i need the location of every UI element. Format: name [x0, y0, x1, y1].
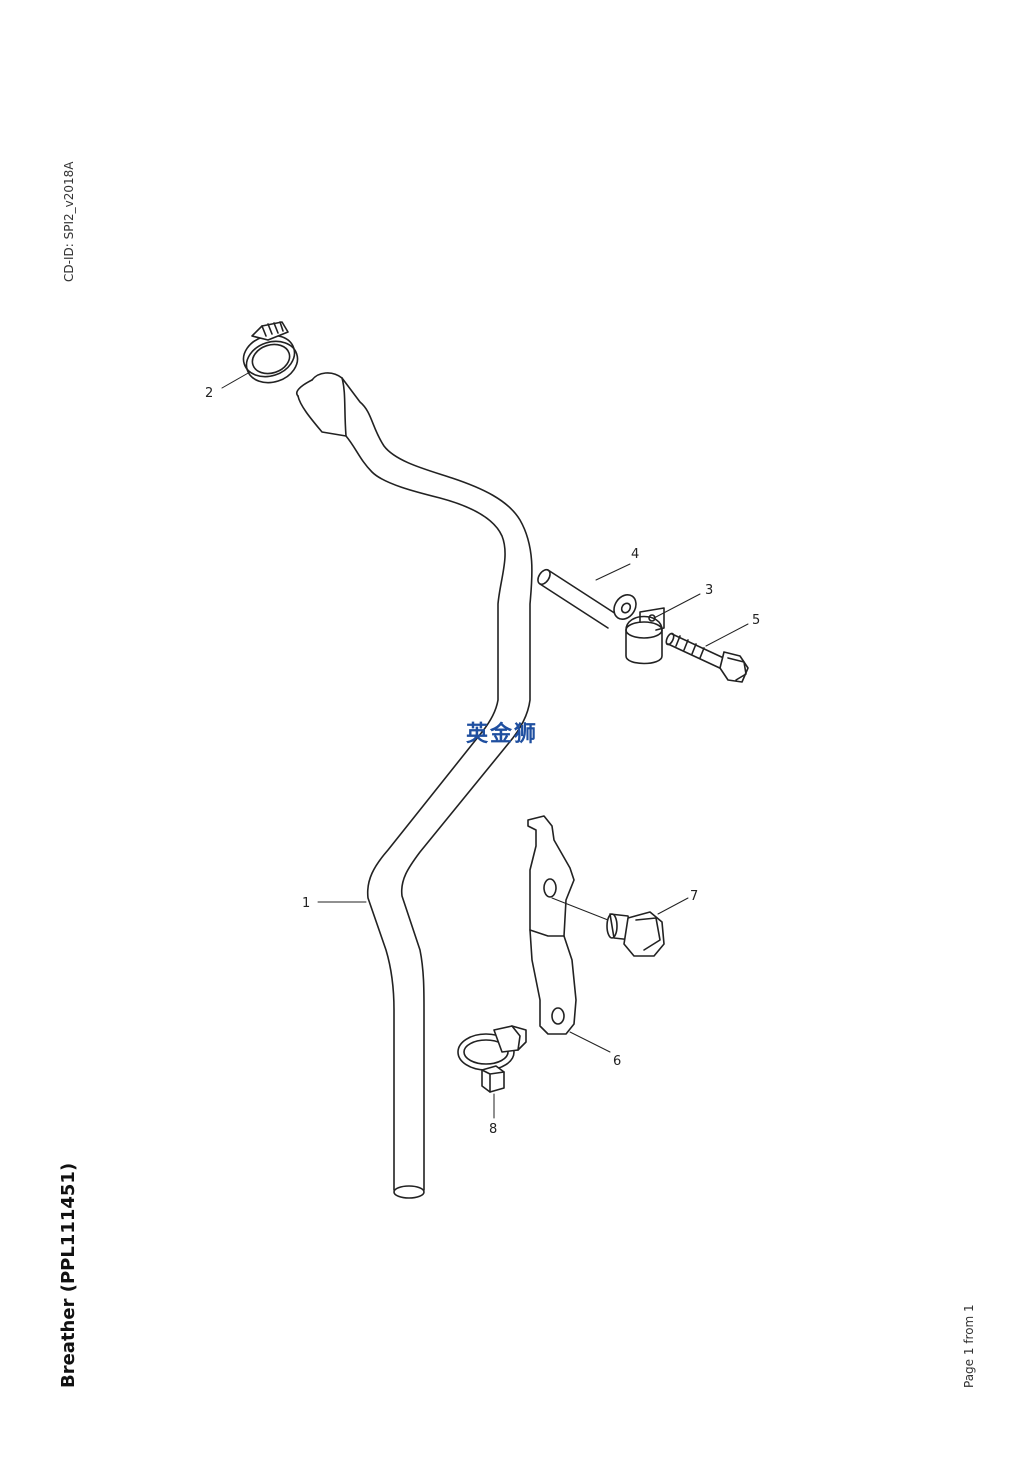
part-8-spring-clip [457, 1025, 527, 1093]
part-5-bolt [665, 632, 749, 683]
part-7-flange-bolt [606, 911, 665, 957]
watermark-text: 英金狮 [466, 722, 539, 747]
part-4-sleeve [537, 568, 637, 629]
callout-1: 1 [302, 896, 310, 911]
part-1-breather-hose [296, 372, 533, 1199]
callout-4: 4 [631, 547, 639, 562]
leader-lines [221, 371, 749, 1119]
part-6-bracket [527, 815, 577, 1035]
callout-3: 3 [705, 583, 713, 598]
callout-2: 2 [205, 386, 213, 401]
callout-6: 6 [613, 1054, 621, 1069]
part-2-hose-clamp [242, 321, 299, 384]
callout-8: 8 [489, 1122, 497, 1137]
callout-7: 7 [690, 889, 698, 904]
part-3-p-clip [625, 607, 665, 665]
callout-5: 5 [752, 613, 760, 628]
